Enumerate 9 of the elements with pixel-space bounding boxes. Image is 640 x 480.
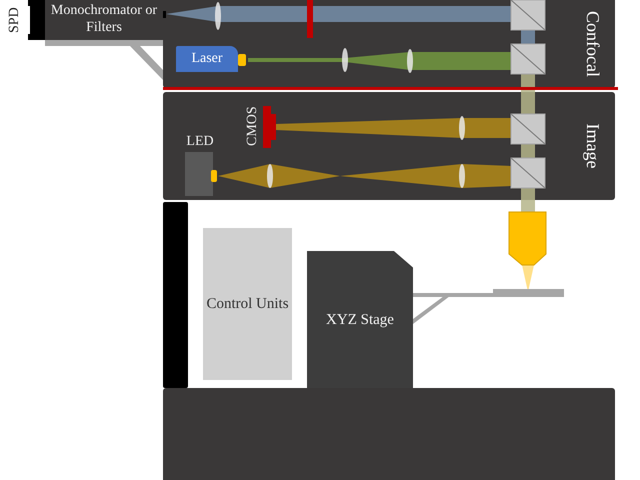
- panel-label: Confocal: [582, 11, 603, 77]
- sensor-label: CMOS: [244, 102, 262, 150]
- stage-block: XYZ Stage: [307, 251, 413, 388]
- source-label: LED: [185, 134, 215, 150]
- monochromator-box: Monochromator or Filters: [45, 0, 163, 40]
- panel-label: Image: [582, 124, 603, 168]
- control-unit-box: Control Units: [203, 228, 292, 380]
- laser-box: Laser: [176, 46, 238, 72]
- detector-label: SPD: [6, 2, 24, 38]
